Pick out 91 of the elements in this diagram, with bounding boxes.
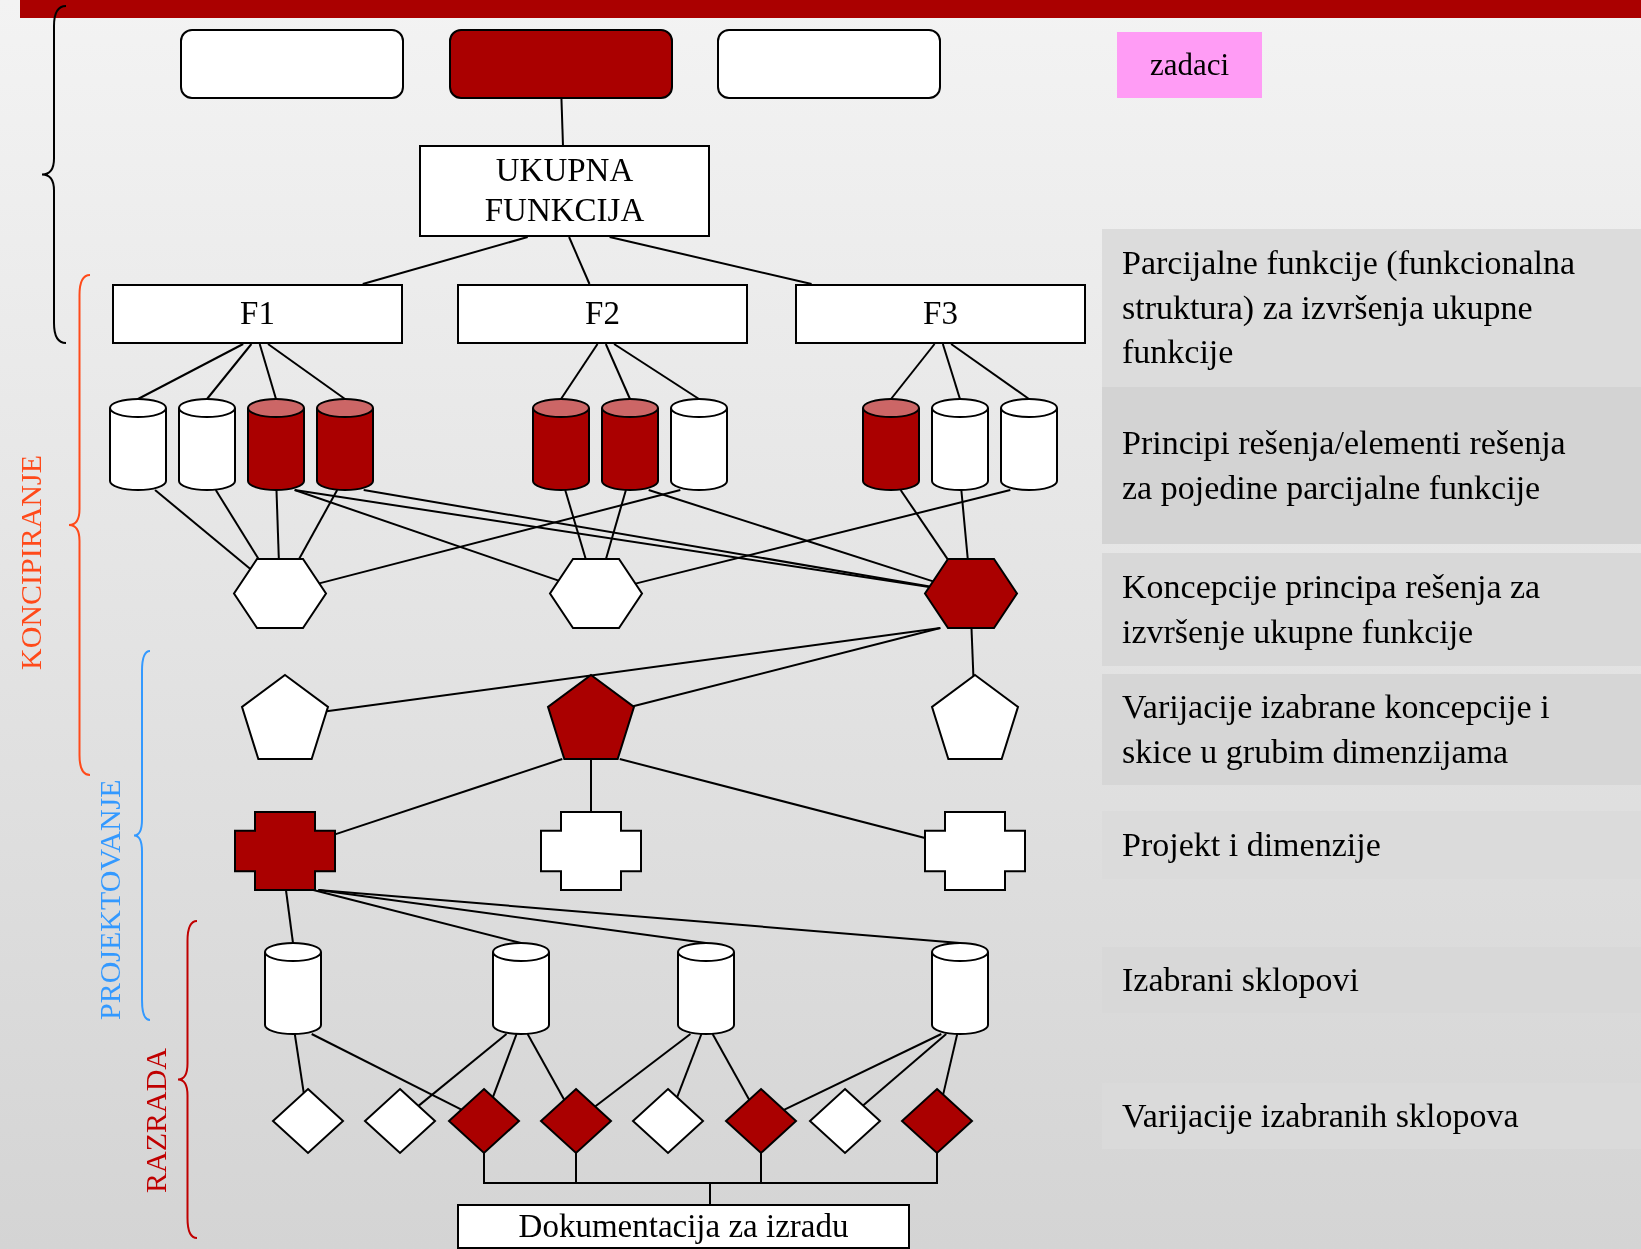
- connector-line: [942, 1033, 959, 1096]
- connector-line: [594, 1033, 692, 1108]
- cylinder-shape: [263, 941, 323, 1036]
- connector-line: [560, 97, 564, 146]
- connector-line: [560, 343, 599, 400]
- connector-line: [604, 489, 627, 560]
- connector-line: [361, 236, 529, 285]
- cylinder-shape: [930, 941, 990, 1036]
- connector-line: [267, 343, 346, 400]
- cross-shape: [539, 810, 643, 892]
- description-band: Parcijalne funkcije (funkcionalna struktura) za izvršenja ukupne funkcije: [1102, 229, 1641, 387]
- connector-line: [312, 889, 522, 944]
- connector-line: [970, 627, 975, 678]
- connector-line: [782, 1033, 943, 1111]
- hexagon-shape: [548, 557, 644, 630]
- connector-line: [258, 343, 277, 400]
- connector-line: [618, 758, 926, 840]
- connector-line: [293, 489, 560, 582]
- cylinder-shape: [600, 397, 660, 492]
- connector-line: [632, 627, 942, 708]
- description-band: Varijacije izabrane koncepcije i skice u grubim dimenzijama: [1102, 674, 1641, 785]
- diamond-shape: [447, 1087, 521, 1155]
- description-band: Principi rešenja/elementi rešenja za pojedine parcijalne funkcije: [1102, 387, 1641, 544]
- function-box: F1: [112, 284, 403, 344]
- cylinder-shape: [861, 397, 921, 492]
- diamond-shape: [271, 1087, 345, 1155]
- connector-line: [941, 343, 961, 400]
- cylinder-shape: [676, 941, 736, 1036]
- cylinder-shape: [999, 397, 1059, 492]
- connector-line: [206, 343, 253, 400]
- connector-line: [284, 889, 294, 944]
- connector-line: [862, 1033, 948, 1107]
- diamond-shape: [631, 1087, 705, 1155]
- pentagon-shape: [930, 673, 1020, 761]
- diamond-shape: [539, 1087, 613, 1155]
- cylinder-shape: [246, 397, 306, 492]
- connector-line: [950, 343, 1030, 400]
- cylinder-shape: [108, 397, 168, 492]
- diamond-shape: [900, 1087, 974, 1155]
- cross-shape: [923, 810, 1027, 892]
- connector-line: [590, 758, 592, 813]
- cylinder-shape: [491, 941, 551, 1036]
- highlight-label: zadaci: [1117, 32, 1262, 98]
- connector-line: [275, 489, 280, 560]
- diamond-shape: [363, 1087, 437, 1155]
- diamond-shape: [808, 1087, 882, 1155]
- phase-label: KONCIPIRANJE: [14, 455, 48, 670]
- connector-line: [613, 343, 700, 400]
- connector-line: [960, 489, 969, 560]
- pentagon-shape: [546, 673, 636, 761]
- connector-line: [526, 1033, 566, 1101]
- hexagon-shape: [923, 557, 1019, 630]
- cylinder-shape: [531, 397, 591, 492]
- function-box: Dokumentacija za izradu: [457, 1204, 910, 1249]
- cylinder-shape: [177, 397, 237, 492]
- connector-line: [564, 489, 587, 560]
- connector-line: [318, 489, 682, 585]
- empty-task-box: [179, 28, 405, 100]
- description-band: Koncepcije principa rešenja za izvršenje ukupne funkcije: [1102, 553, 1641, 666]
- hexagon-shape: [232, 557, 328, 630]
- connector-line: [214, 489, 260, 560]
- pentagon-shape: [240, 673, 330, 761]
- connector-line: [298, 489, 339, 560]
- phase-label: RAZRADA: [139, 1048, 173, 1193]
- diamond-shape: [724, 1087, 798, 1155]
- connector-line: [491, 1033, 518, 1099]
- empty-task-box: [716, 28, 942, 100]
- connector-line: [608, 236, 813, 285]
- function-box: F2: [457, 284, 748, 344]
- connector-line: [417, 1033, 508, 1107]
- connector-line: [293, 1033, 305, 1094]
- cylinder-shape: [669, 397, 729, 492]
- connector-line: [634, 489, 1012, 585]
- connector-line: [676, 1033, 703, 1099]
- connector-line: [154, 489, 252, 570]
- connector-line: [604, 343, 631, 400]
- connector-line: [647, 489, 935, 583]
- cross-shape: [233, 810, 337, 892]
- connector-line: [709, 1152, 938, 1205]
- function-box: F3: [795, 284, 1086, 344]
- connector-line: [890, 343, 936, 400]
- connector-line: [568, 236, 591, 285]
- connector-line: [310, 1033, 463, 1111]
- connector-line: [137, 343, 245, 400]
- empty-task-box: [448, 28, 674, 100]
- phase-label: PROJEKTOVANJE: [93, 779, 127, 1020]
- cylinder-shape: [315, 397, 375, 492]
- connector-line: [899, 489, 949, 561]
- cylinder-shape: [930, 397, 990, 492]
- connector-line: [711, 1033, 751, 1101]
- function-box: UKUPNA FUNKCIJA: [419, 145, 710, 237]
